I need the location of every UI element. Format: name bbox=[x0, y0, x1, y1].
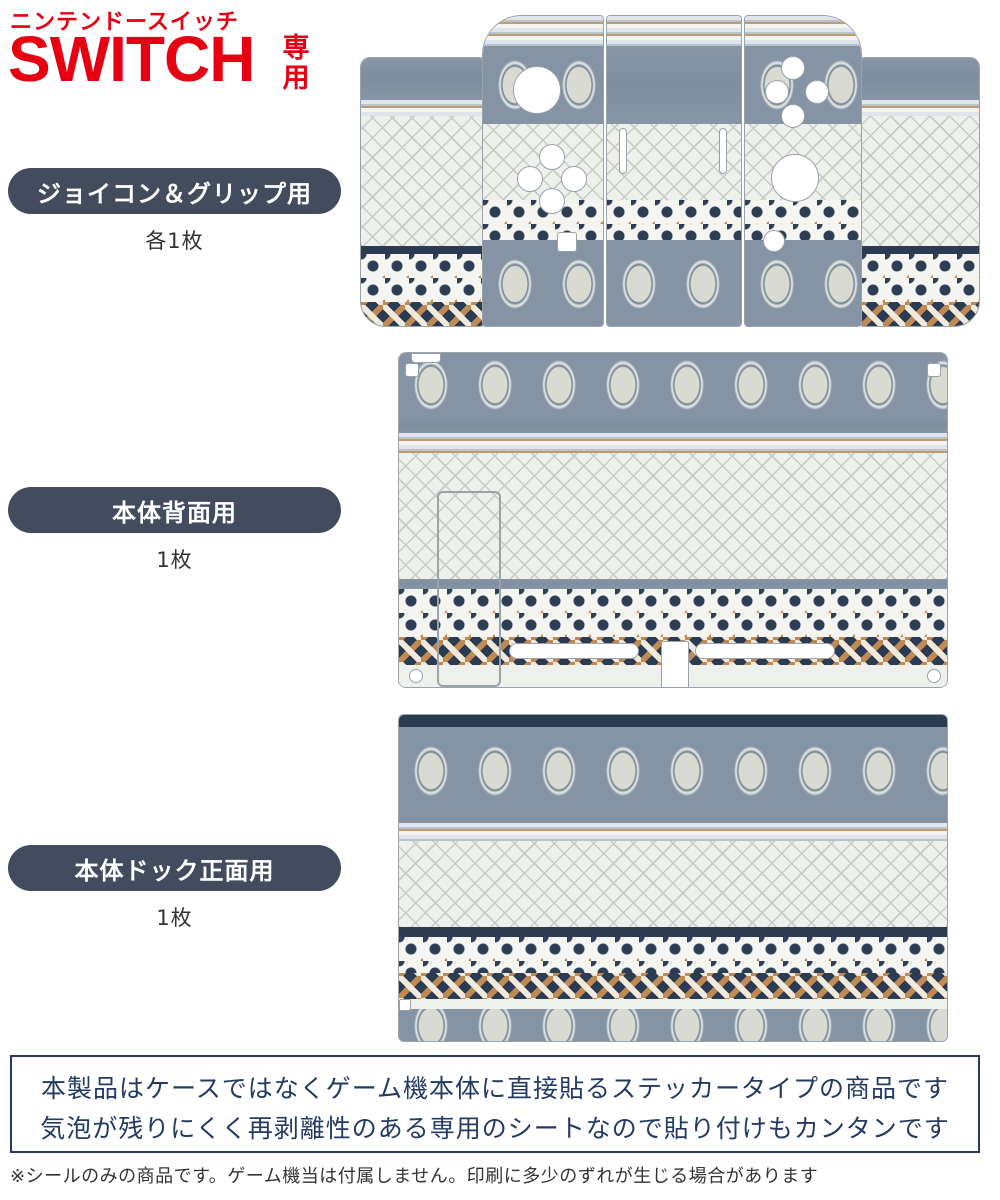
joycon-grip-label: ジョイコン＆グリップ用 bbox=[8, 168, 341, 214]
back-cover-sticker-image bbox=[398, 352, 948, 688]
left-joycon-skin bbox=[482, 15, 604, 327]
notice-line-2: 気泡が残りにくく再剥離性のある専用のシートなので貼り付けもカンタンです bbox=[40, 1114, 950, 1143]
kana-title: ニンテンドースイッチ bbox=[10, 10, 239, 35]
dock-front-label: 本体ドック正面用 bbox=[8, 845, 341, 891]
right-joycon-skin bbox=[744, 15, 862, 327]
back-cover-quantity: 1枚 bbox=[156, 548, 193, 572]
footnote: ※シールのみの商品です。ゲーム機当は付属しません。印刷に多少のずれが生じる場合が… bbox=[10, 1166, 819, 1187]
exclusive-label: 専用 bbox=[282, 33, 310, 94]
notice-line-1: 本製品はケースではなくゲーム機本体に直接貼るステッカータイプの商品です bbox=[40, 1074, 949, 1103]
joycon-grip-quantity: 各1枚 bbox=[145, 229, 204, 253]
dock-front-quantity: 1枚 bbox=[156, 906, 193, 930]
notice-box: 本製品はケースではなくゲーム機本体に直接貼るステッカータイプの商品です 気泡が残… bbox=[10, 1055, 980, 1153]
joycon-grip-sticker-image bbox=[360, 15, 980, 327]
switch-title: SWITCH bbox=[8, 23, 255, 95]
back-cover-label: 本体背面用 bbox=[8, 487, 341, 533]
right-grip-skin bbox=[860, 57, 980, 327]
dock-front-sticker-image bbox=[398, 714, 948, 1042]
left-grip-skin bbox=[360, 57, 484, 327]
grip-center-skin bbox=[606, 15, 742, 327]
